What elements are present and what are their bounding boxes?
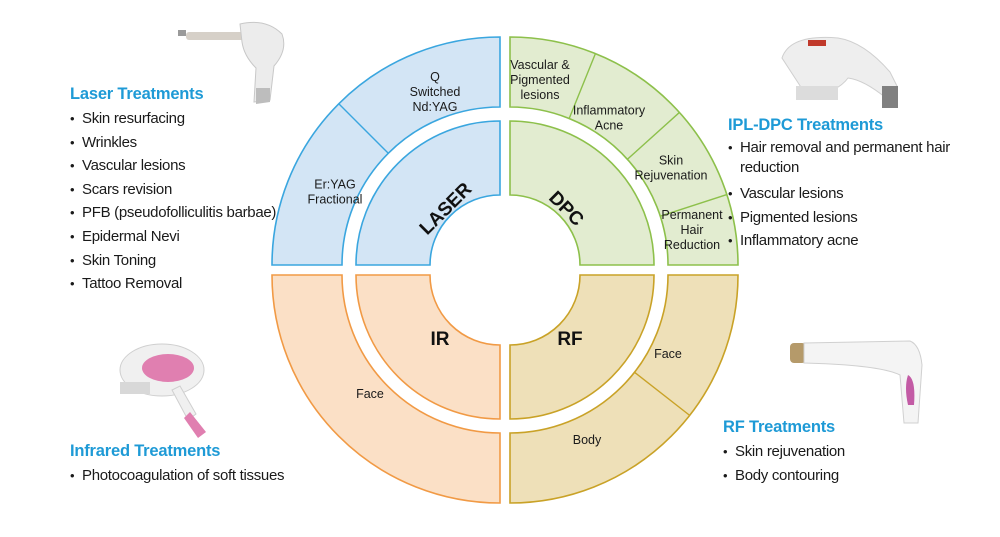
segment-label-line: Rejuvenation bbox=[635, 169, 708, 183]
ipl-window bbox=[796, 86, 838, 100]
segment-label-line: Permanent bbox=[661, 208, 723, 222]
laser-tip bbox=[178, 30, 186, 36]
ipl-dpc-treatments-panel: IPL-DPC Treatments Hair removal and perm… bbox=[728, 116, 958, 253]
rf-segment-divider bbox=[634, 371, 691, 416]
rf-pink-grip bbox=[906, 375, 915, 405]
rf-tip bbox=[790, 343, 806, 363]
dpc-outer-sector bbox=[509, 36, 739, 266]
ipl-dpc-treatments-list: Hair removal and permanent hair reductio… bbox=[728, 138, 958, 253]
ipl-body bbox=[781, 36, 898, 99]
infrared-treatments-list: Photocoagulation of soft tissues bbox=[70, 464, 285, 488]
segment-label-line: Skin bbox=[659, 154, 683, 168]
dpc-core-sector bbox=[509, 120, 655, 266]
segment-label-line: Face bbox=[654, 347, 682, 361]
segment-label-line: Pigmented bbox=[510, 73, 570, 87]
laser-segment-divider bbox=[338, 103, 389, 154]
list-item: Wrinkles bbox=[70, 131, 276, 155]
ir-core-sector bbox=[355, 274, 501, 420]
ipl-dpc-treatments-title: IPL-DPC Treatments bbox=[728, 116, 884, 134]
list-item: Skin Toning bbox=[70, 249, 276, 273]
list-item: Skin resurfacing bbox=[70, 107, 276, 131]
dpc-segment-divider bbox=[660, 193, 728, 217]
segment-label-line: Hair bbox=[681, 223, 704, 237]
rf-core-label: RF bbox=[557, 329, 582, 350]
laser-grip-end bbox=[256, 88, 270, 104]
list-item: Epidermal Nevi bbox=[70, 225, 276, 249]
laser-treatments-list: Skin resurfacing Wrinkles Vascular lesio… bbox=[70, 107, 276, 296]
dpc-segment-divider bbox=[568, 53, 597, 119]
segment-label-line: Fractional bbox=[308, 193, 363, 207]
segment-label-line: Body bbox=[573, 433, 602, 447]
segment-label-line: Vascular & bbox=[510, 58, 570, 72]
infrared-treatments-title: Infrared Treatments bbox=[70, 442, 221, 460]
dpc-segment-divider bbox=[626, 111, 680, 160]
list-item: Vascular lesions bbox=[70, 154, 276, 178]
rf-treatments-panel: RF Treatments Skin rejuvenation Body con… bbox=[723, 418, 845, 487]
list-item: Skin rejuvenation bbox=[723, 440, 845, 464]
infrared-handpiece-image bbox=[119, 343, 206, 438]
segment-label-line: Inflammatory bbox=[573, 104, 646, 118]
ir-quadrant: IR Face bbox=[271, 274, 501, 504]
rf-outer-sector bbox=[509, 274, 739, 504]
segment-label-line: Face bbox=[356, 387, 384, 401]
ipl-logo bbox=[808, 40, 826, 46]
list-item: Photocoagulation of soft tissues bbox=[70, 464, 285, 488]
segment-label-line: Er:YAG bbox=[314, 178, 355, 192]
segment-label-line: Acne bbox=[595, 119, 624, 133]
list-item: Inflammatory acne bbox=[728, 229, 958, 253]
segment-label-line: Switched bbox=[410, 85, 461, 99]
rf-body bbox=[803, 340, 923, 424]
segment-label-line: Nd:YAG bbox=[413, 100, 458, 114]
list-item: Pigmented lesions bbox=[728, 206, 958, 230]
rf-segment-label: Face bbox=[654, 347, 682, 361]
list-item: Hair removal and permanent hair reductio… bbox=[728, 138, 958, 178]
list-item: Vascular lesions bbox=[728, 182, 958, 206]
infrared-treatments-panel: Infrared Treatments Photocoagulation of … bbox=[70, 442, 285, 488]
ir-grip bbox=[184, 412, 206, 438]
ir-core-label: IR bbox=[431, 329, 450, 350]
ipl-cable-end bbox=[882, 86, 898, 108]
rf-segment-label: Body bbox=[573, 433, 602, 447]
segment-label-line: Reduction bbox=[664, 238, 720, 252]
rf-core-sector bbox=[509, 274, 655, 420]
segment-label-line: lesions bbox=[521, 88, 560, 102]
list-item: PFB (pseudofolliculitis barbae) bbox=[70, 201, 276, 225]
ir-window bbox=[120, 382, 150, 394]
laser-handpiece-image bbox=[178, 21, 285, 104]
rf-handpiece-image bbox=[790, 340, 923, 424]
laser-body bbox=[239, 21, 285, 103]
segment-label-line: Q bbox=[430, 70, 440, 84]
ir-pink-button bbox=[142, 354, 194, 382]
list-item: Body contouring bbox=[723, 464, 845, 488]
laser-barrel bbox=[186, 32, 250, 40]
ipl-handpiece-image bbox=[781, 36, 898, 108]
list-item: Scars revision bbox=[70, 178, 276, 202]
rf-treatments-list: Skin rejuvenation Body contouring bbox=[723, 440, 845, 487]
ir-segment-label: Face bbox=[356, 387, 384, 401]
laser-treatments-panel: Laser Treatments Skin resurfacing Wrinkl… bbox=[70, 85, 276, 296]
rf-treatments-title: RF Treatments bbox=[723, 418, 836, 436]
list-item: Tattoo Removal bbox=[70, 272, 276, 296]
laser-core-sector bbox=[355, 120, 501, 266]
laser-treatments-title: Laser Treatments bbox=[70, 85, 204, 103]
